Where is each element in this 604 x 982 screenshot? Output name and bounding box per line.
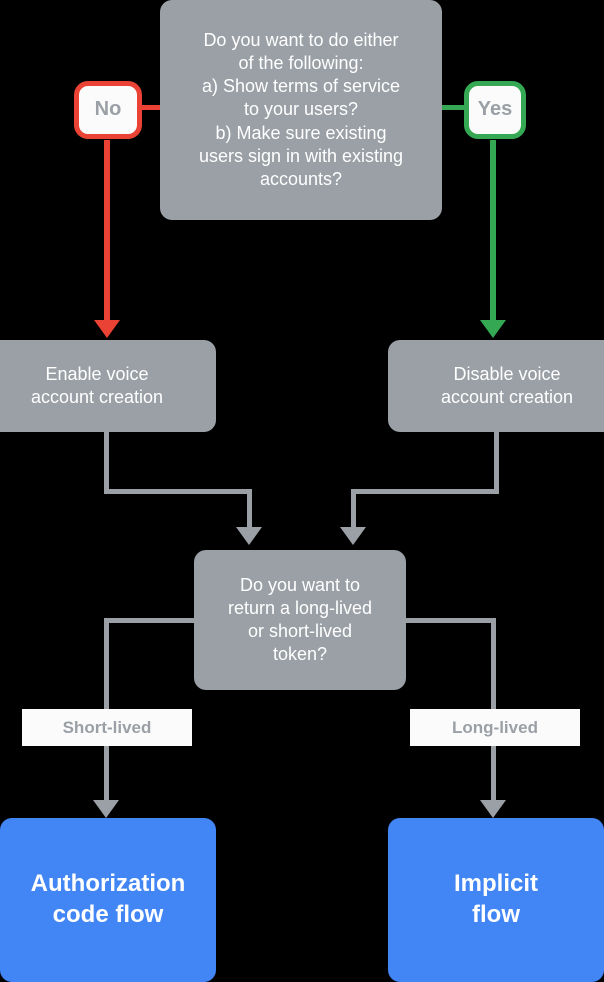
question-one-line-6: users sign in with existing [198,145,404,166]
question-two-line-4: token? [272,644,328,665]
terminal-node-implicit-flow: Implicit flow [388,818,604,982]
terminal-node-authorization-code-flow: Authorization code flow [0,818,216,982]
connector-yes-down-stem [490,140,496,325]
connector-short-lived-top [104,618,198,623]
implicit-flow-line-2: flow [472,901,520,928]
edge-label-long-lived: Long-lived [410,709,580,746]
authorization-code-flow-line-2: code flow [52,901,164,928]
enable-voice-text: Enable voice account creation [0,363,206,409]
question-one-line-7: accounts? [259,168,343,189]
question-two-line-3: or short-lived [247,621,353,641]
connector-disable-into-question-two [351,489,356,530]
question-one-line-1: Do you want to do either [203,30,399,51]
question-one-line-4: to your users? [243,99,359,120]
question-two-line-1: Do you want to [239,574,361,595]
question-one-line-5: b) Make sure existing [215,122,387,143]
question-one-line-2: of the following: [238,53,364,74]
action-node-enable-voice-account-creation: Enable voice account creation [0,340,216,432]
disable-voice-text: Disable voice account creation [398,363,604,409]
authorization-code-flow-line-1: Authorization [30,870,186,898]
connector-no-down-stem [104,140,110,325]
connector-enable-down [104,432,109,494]
question-one-text: Do you want to do either of the followin… [170,29,432,190]
arrowhead-to-authorization-code-flow [93,800,119,818]
implicit-flow-text: Implicit flow [398,869,594,930]
edge-label-long-lived-text: Long-lived [452,717,538,737]
enable-voice-line-2: account creation [30,387,164,407]
edge-label-short-lived: Short-lived [22,709,192,746]
decision-node-question-two: Do you want to return a long-lived or sh… [194,550,406,690]
answer-no-label: No [94,98,122,121]
question-two-line-2: return a long-lived [227,597,373,618]
implicit-flow-line-1: Implicit [453,870,538,898]
edge-label-short-lived-text: Short-lived [62,717,152,737]
enable-voice-line-1: Enable voice [45,363,149,384]
answer-pill-yes[interactable]: Yes [464,81,526,139]
arrowhead-no-to-enable [94,320,120,338]
disable-voice-line-2: account creation [440,387,574,407]
connector-disable-across [351,489,499,494]
answer-yes-label: Yes [477,98,513,121]
question-two-text: Do you want to return a long-lived or sh… [204,574,396,666]
connector-enable-across [104,489,252,494]
arrowhead-enable-to-question-two [236,527,262,545]
arrowhead-yes-to-disable [480,320,506,338]
answer-pill-no[interactable]: No [74,81,142,139]
disable-voice-line-1: Disable voice [453,363,561,384]
action-node-disable-voice-account-creation: Disable voice account creation [388,340,604,432]
connector-yes-to-question-one [440,105,466,110]
arrowhead-disable-to-question-two [340,527,366,545]
decision-node-question-one: Do you want to do either of the followin… [160,0,442,220]
connector-disable-down [494,432,499,494]
connector-long-lived-top [406,618,496,623]
question-one-line-3: a) Show terms of service [201,76,401,97]
authorization-code-flow-text: Authorization code flow [10,869,206,930]
arrowhead-to-implicit-flow [480,800,506,818]
connector-no-to-question-one [140,105,164,110]
connector-enable-into-question-two [247,489,252,530]
